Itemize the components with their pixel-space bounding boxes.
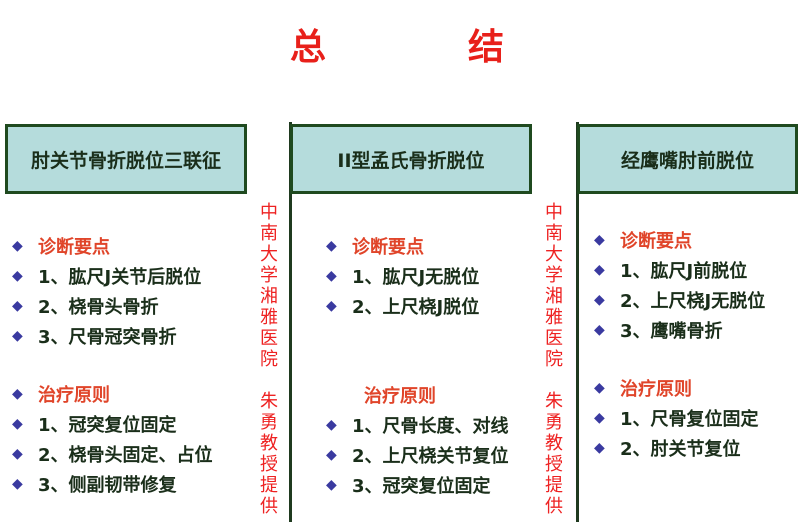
bullet-diamond-icon: ◆ bbox=[594, 232, 605, 248]
bullet-diamond-icon: ◆ bbox=[326, 268, 337, 284]
bullet-diamond-icon: ◆ bbox=[594, 440, 605, 456]
watermark-char: 雅 bbox=[260, 307, 278, 328]
bullet-diamond-icon: ◆ bbox=[326, 477, 337, 493]
bullet-diamond-icon: ◆ bbox=[594, 322, 605, 338]
list-item: 1、尺骨长度、对线 bbox=[352, 416, 509, 437]
watermark-char: 院 bbox=[260, 349, 278, 370]
list-item: 3、鹰嘴骨折 bbox=[620, 321, 723, 342]
watermark-char: 医 bbox=[260, 328, 278, 349]
watermark-char: 学 bbox=[260, 265, 278, 286]
column-divider bbox=[576, 122, 579, 522]
list-item: 1、肱尺J前脱位 bbox=[620, 261, 748, 282]
bullet-diamond-icon: ◆ bbox=[594, 380, 605, 396]
bullet-diamond-icon: ◆ bbox=[12, 268, 23, 284]
list-item: 3、冠突复位固定 bbox=[352, 476, 491, 497]
watermark-char: 勇 bbox=[260, 412, 278, 433]
bullet-diamond-icon: ◆ bbox=[594, 410, 605, 426]
watermark-char: 供 bbox=[260, 496, 278, 517]
watermark-char: 大 bbox=[260, 244, 278, 265]
section-heading: 诊断要点 bbox=[620, 231, 692, 252]
section-heading: 治疗原则 bbox=[620, 379, 692, 400]
title-char-2: 结 bbox=[468, 27, 505, 68]
column-2-list-treat: 治疗原则 ◆ 1、尺骨长度、对线 ◆ 2、上尺桡关节复位 ◆ 3、冠突复位固定 bbox=[326, 380, 509, 500]
bullet-diamond-icon: ◆ bbox=[594, 292, 605, 308]
header-col-3: 经鹰嘴肘前脱位 bbox=[577, 124, 798, 194]
watermark-char: 授 bbox=[545, 454, 563, 475]
watermark-char: 授 bbox=[260, 454, 278, 475]
title-char-1: 总 bbox=[290, 27, 327, 68]
section-heading: 治疗原则 bbox=[364, 386, 436, 407]
list-item: 1、肱尺J无脱位 bbox=[352, 267, 480, 288]
bullet-diamond-icon: ◆ bbox=[326, 447, 337, 463]
column-divider bbox=[289, 122, 292, 522]
section-heading: 诊断要点 bbox=[38, 237, 110, 258]
watermark-char: 教 bbox=[260, 433, 278, 454]
bullet-diamond-icon: ◆ bbox=[12, 386, 23, 402]
list-item: 3、侧副韧带修复 bbox=[38, 475, 177, 496]
watermark-char: 雅 bbox=[545, 307, 563, 328]
bullet-diamond-icon: ◆ bbox=[12, 416, 23, 432]
list-item: 1、冠突复位固定 bbox=[38, 415, 177, 436]
column-3-list: ◆ 诊断要点 ◆ 1、肱尺J前脱位 ◆ 2、上尺桡J无脱位 ◆ 3、鹰嘴骨折 ◆ 治疗原则… bbox=[594, 225, 765, 463]
list-item: 2、桡骨头固定、占位 bbox=[38, 445, 213, 466]
watermark-char: 提 bbox=[260, 475, 278, 496]
column-2-list: ◆ 诊断要点 ◆ 1、肱尺J无脱位 ◆ 2、上尺桡J脱位 bbox=[326, 231, 479, 321]
bullet-diamond-icon: ◆ bbox=[12, 476, 23, 492]
section-heading: 诊断要点 bbox=[352, 237, 424, 258]
header-col-1: 肘关节骨折脱位三联征 bbox=[5, 124, 247, 194]
list-item: 3、尺骨冠突骨折 bbox=[38, 327, 177, 348]
watermark-char: 朱 bbox=[545, 391, 563, 412]
watermark-char: 湘 bbox=[260, 286, 278, 307]
watermark-char: 南 bbox=[260, 223, 278, 244]
watermark-char: 教 bbox=[545, 433, 563, 454]
bullet-diamond-icon: ◆ bbox=[12, 328, 23, 344]
section-heading: 治疗原则 bbox=[38, 385, 110, 406]
watermark-char: 院 bbox=[545, 349, 563, 370]
list-item: 2、肘关节复位 bbox=[620, 439, 741, 460]
bullet-diamond-icon: ◆ bbox=[12, 238, 23, 254]
bullet-diamond-icon: ◆ bbox=[326, 417, 337, 433]
bullet-diamond-icon: ◆ bbox=[326, 238, 337, 254]
list-item: 1、肱尺J关节后脱位 bbox=[38, 267, 202, 288]
watermark-char: 中 bbox=[545, 202, 563, 223]
watermark-char: 提 bbox=[545, 475, 563, 496]
watermark-char: 医 bbox=[545, 328, 563, 349]
bullet-diamond-icon: ◆ bbox=[12, 446, 23, 462]
watermark-char: 勇 bbox=[545, 412, 563, 433]
list-item: 2、上尺桡J脱位 bbox=[352, 297, 480, 318]
watermark-char: 大 bbox=[545, 244, 563, 265]
watermark-char: 湘 bbox=[545, 286, 563, 307]
watermark-char: 供 bbox=[545, 496, 563, 517]
header-col-2: II型孟氏骨折脱位 bbox=[290, 124, 532, 194]
list-item: 1、尺骨复位固定 bbox=[620, 409, 759, 430]
column-1-list: ◆ 诊断要点 ◆ 1、肱尺J关节后脱位 ◆ 2、桡骨头骨折 ◆ 3、尺骨冠突骨折 ◆ 治疗… bbox=[12, 231, 213, 499]
watermark-char: 中 bbox=[260, 202, 278, 223]
bullet-diamond-icon: ◆ bbox=[594, 262, 605, 278]
list-item: 2、桡骨头骨折 bbox=[38, 297, 159, 318]
list-item: 2、上尺桡关节复位 bbox=[352, 446, 509, 467]
watermark-char: 南 bbox=[545, 223, 563, 244]
watermark-char: 朱 bbox=[260, 391, 278, 412]
bullet-diamond-icon: ◆ bbox=[326, 298, 337, 314]
bullet-diamond-icon: ◆ bbox=[12, 298, 23, 314]
list-item: 2、上尺桡J无脱位 bbox=[620, 291, 766, 312]
watermark-char: 学 bbox=[545, 265, 563, 286]
